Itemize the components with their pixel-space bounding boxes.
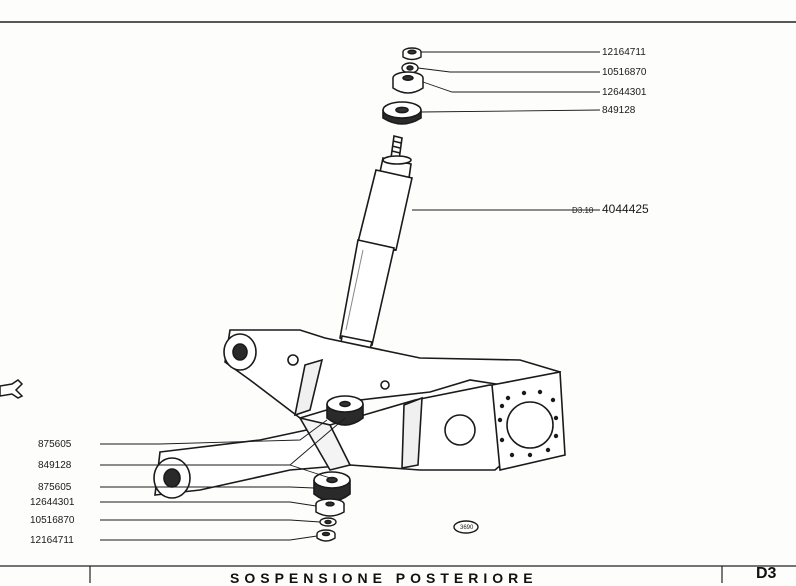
left-label-2: 849128 [38, 460, 72, 471]
top-label-cup: 12644301 [602, 87, 647, 98]
left-label-4: 12644301 [30, 497, 75, 508]
footer-title: SOSPENSIONE POSTERIORE [230, 570, 538, 586]
top-cup [392, 71, 424, 94]
left-label-6: 12164711 [30, 535, 74, 546]
shock-prefix-label: D3.10 [572, 206, 594, 215]
shock-part-number: 4044425 [602, 202, 649, 216]
svg-text:3690: 3690 [460, 525, 474, 531]
top-nut [402, 47, 422, 61]
left-label-3: 875605 [38, 482, 72, 493]
footer-page-code: D3 [756, 565, 777, 582]
plate-bolt-holes [497, 389, 559, 458]
lower-cup [315, 498, 345, 517]
lower-bushing-lower [313, 471, 351, 502]
shock-shading [345, 249, 364, 331]
suspension-arm [153, 329, 566, 499]
top-label-nut: 12164711 [602, 47, 646, 58]
figure-number-badge: 3690 [453, 520, 479, 534]
top-label-washer: 10516870 [602, 67, 647, 78]
top-rubber-bushing [382, 101, 422, 125]
lower-washer [319, 517, 337, 527]
leader-lines [100, 51, 601, 541]
lower-bushing-upper [326, 395, 364, 426]
top-label-bushing: 849128 [602, 105, 636, 116]
left-label-1: 875605 [38, 439, 72, 450]
left-edge-arrow [0, 379, 24, 399]
lower-nut [316, 529, 336, 542]
left-label-5: 10516870 [30, 515, 75, 526]
